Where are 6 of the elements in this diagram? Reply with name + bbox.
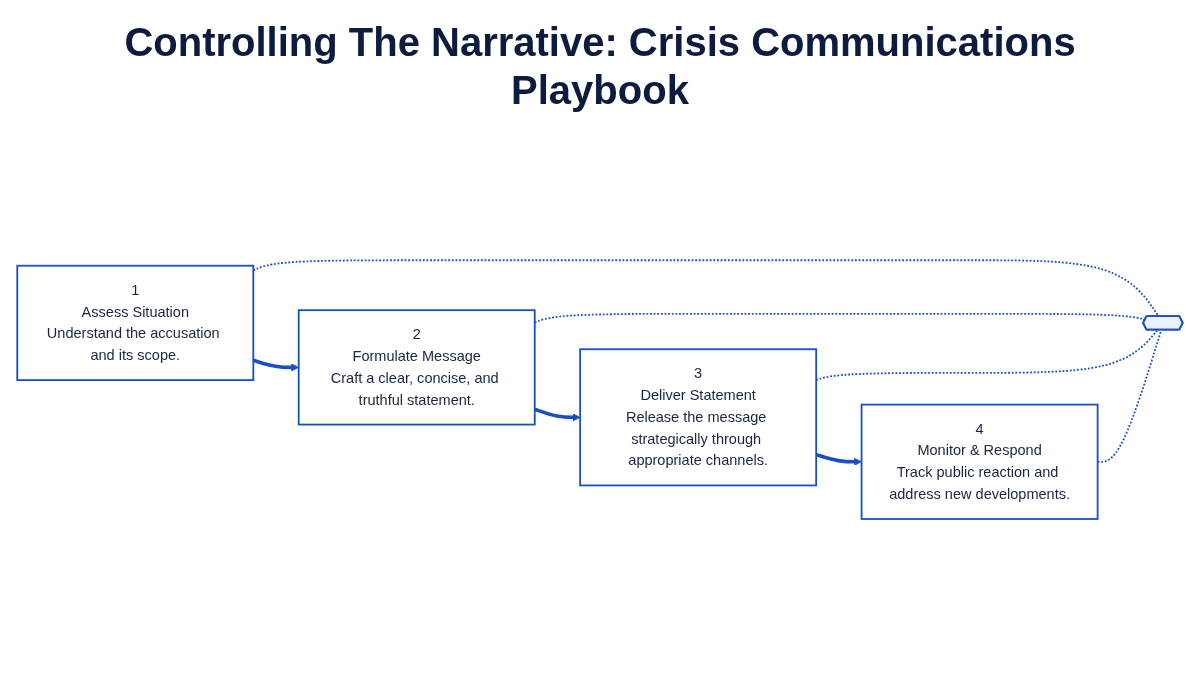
node-box: 3 Deliver Statement Release the message strategically through appropriate channels. [579,348,818,487]
arrow [534,407,581,422]
node-box: 1 Assess Situation Understand the accusation and its scope. [16,265,255,382]
title: Controlling The Narrative: Crisis Communications Playbook [123,19,1077,114]
node-box: 2 Formulate Message Craft a clear, concise, and truthful statement. [297,309,536,426]
node-box: 4 Monitor & Respond Track public reaction and address new developments. [860,404,1099,521]
